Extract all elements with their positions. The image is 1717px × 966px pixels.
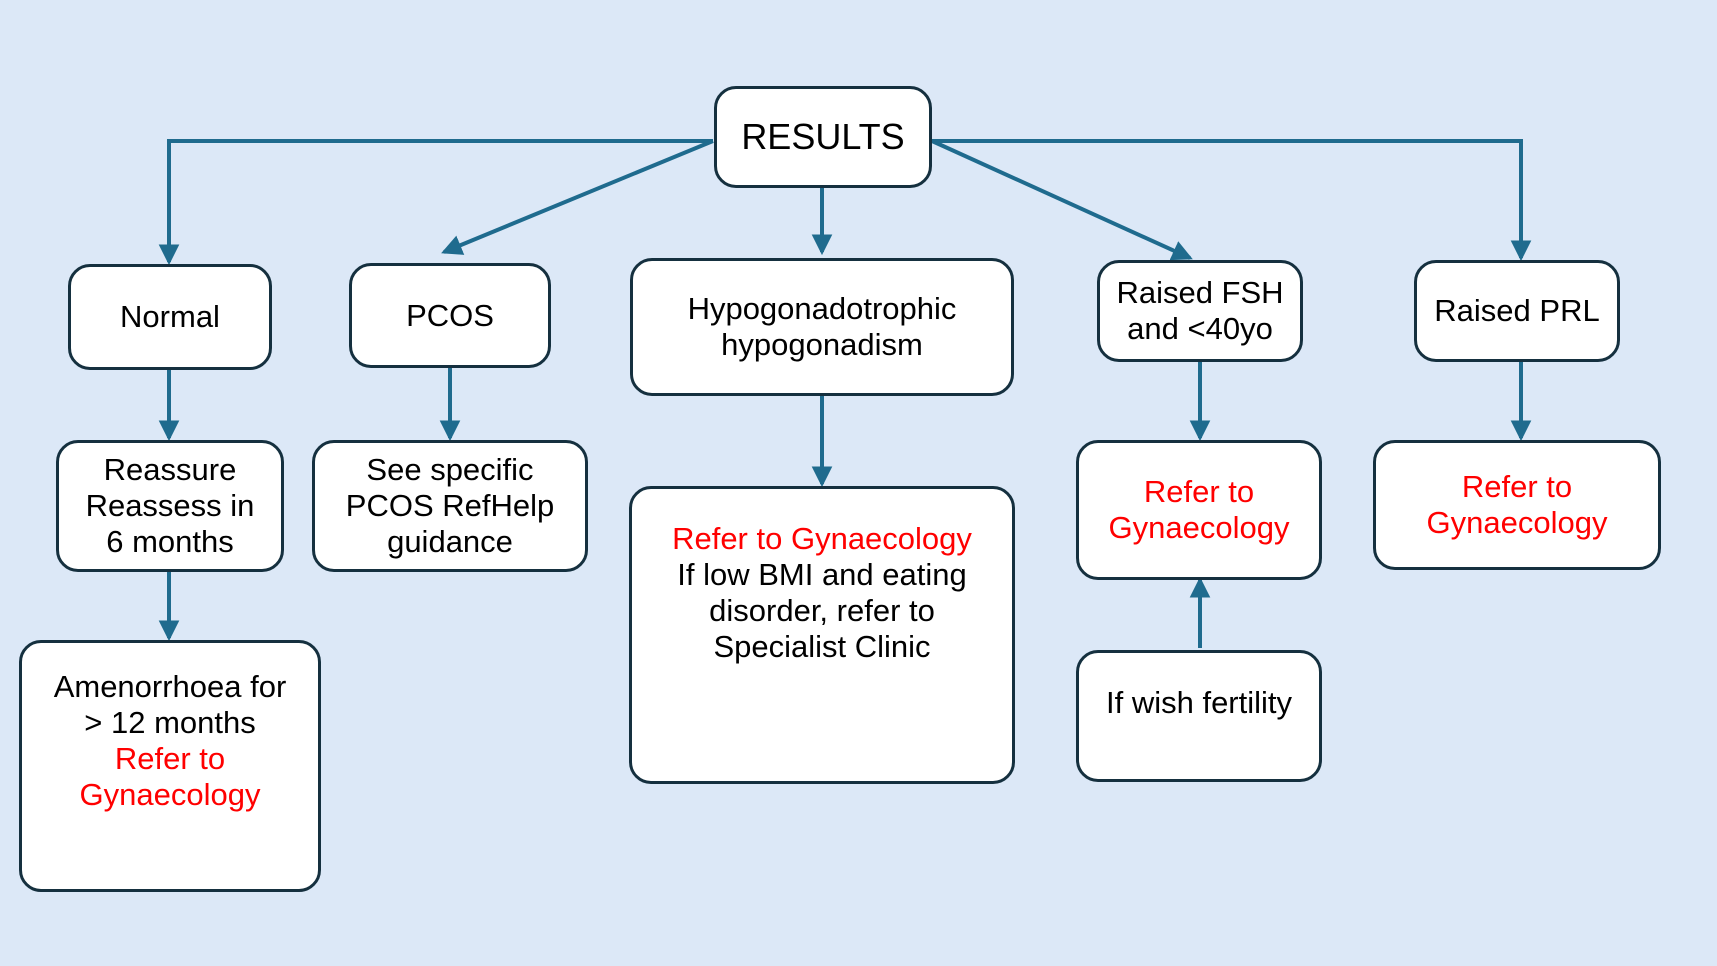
node-normal-followup-line2: > 12 months: [84, 704, 256, 740]
node-pcos-action-line3: guidance: [387, 523, 513, 559]
node-pcos-label: PCOS: [406, 297, 494, 333]
node-normal-action-line3: 6 months: [106, 523, 234, 559]
node-normal-action-line1: Reassure: [103, 452, 237, 488]
node-raised-prl[interactable]: Raised PRL: [1414, 260, 1620, 362]
edge-results-to-normal: [158, 139, 713, 266]
node-fsh-action[interactable]: Refer to Gynaecology: [1076, 440, 1322, 580]
node-normal-followup-line1: Amenorrhoea for: [53, 669, 287, 704]
edge-results-to-pcos: [441, 139, 714, 255]
node-normal-followup[interactable]: Amenorrhoea for > 12 months Refer to Gyn…: [19, 640, 321, 892]
node-normal-followup-line3: Refer to: [114, 740, 226, 776]
node-normal[interactable]: Normal: [68, 264, 272, 370]
node-if-wish-fertility[interactable]: If wish fertility: [1076, 650, 1322, 782]
node-hypogonadism[interactable]: Hypogonadotrophic hypogonadism: [630, 258, 1014, 396]
node-hypogonadism-action-line3: disorder, refer to: [709, 592, 935, 628]
node-hypogonadism-action-line4: Specialist Clinic: [713, 628, 931, 664]
node-if-wish-fertility-label: If wish fertility: [1105, 685, 1293, 720]
node-normal-followup-line4: Gynaecology: [79, 776, 261, 812]
node-prl-action[interactable]: Refer to Gynaecology: [1373, 440, 1661, 570]
node-fsh-action-line1: Refer to: [1143, 474, 1255, 510]
node-prl-action-line2: Gynaecology: [1426, 505, 1608, 540]
node-normal-label: Normal: [120, 299, 220, 335]
node-raised-fsh[interactable]: Raised FSH and <40yo: [1097, 260, 1303, 362]
node-raised-prl-label: Raised PRL: [1434, 293, 1600, 329]
node-raised-fsh-line1: Raised FSH: [1116, 275, 1284, 311]
node-prl-action-line1: Refer to: [1461, 469, 1573, 505]
node-hypogonadism-action[interactable]: Refer to Gynaecology If low BMI and eati…: [629, 486, 1015, 784]
node-results[interactable]: RESULTS: [714, 86, 932, 188]
node-hypogonadism-action-line2: If low BMI and eating: [677, 556, 967, 592]
node-fsh-action-line2: Gynaecology: [1108, 510, 1290, 545]
node-pcos-action[interactable]: See specific PCOS RefHelp guidance: [312, 440, 588, 572]
node-normal-action-line2: Reassess in: [85, 488, 255, 524]
node-hypogonadism-line2: hypogonadism: [721, 327, 923, 362]
edge-results-to-fsh: [931, 139, 1193, 261]
node-pcos-action-line1: See specific: [366, 452, 534, 488]
node-pcos-action-line2: PCOS RefHelp: [345, 488, 555, 524]
edge-results-to-prl: [932, 139, 1532, 262]
node-results-label: RESULTS: [741, 116, 905, 158]
node-normal-action[interactable]: Reassure Reassess in 6 months: [56, 440, 284, 572]
node-hypogonadism-line1: Hypogonadotrophic: [687, 291, 957, 327]
node-pcos[interactable]: PCOS: [349, 263, 551, 368]
node-hypogonadism-action-line1: Refer to Gynaecology: [672, 521, 972, 556]
node-raised-fsh-line2: and <40yo: [1127, 311, 1273, 346]
